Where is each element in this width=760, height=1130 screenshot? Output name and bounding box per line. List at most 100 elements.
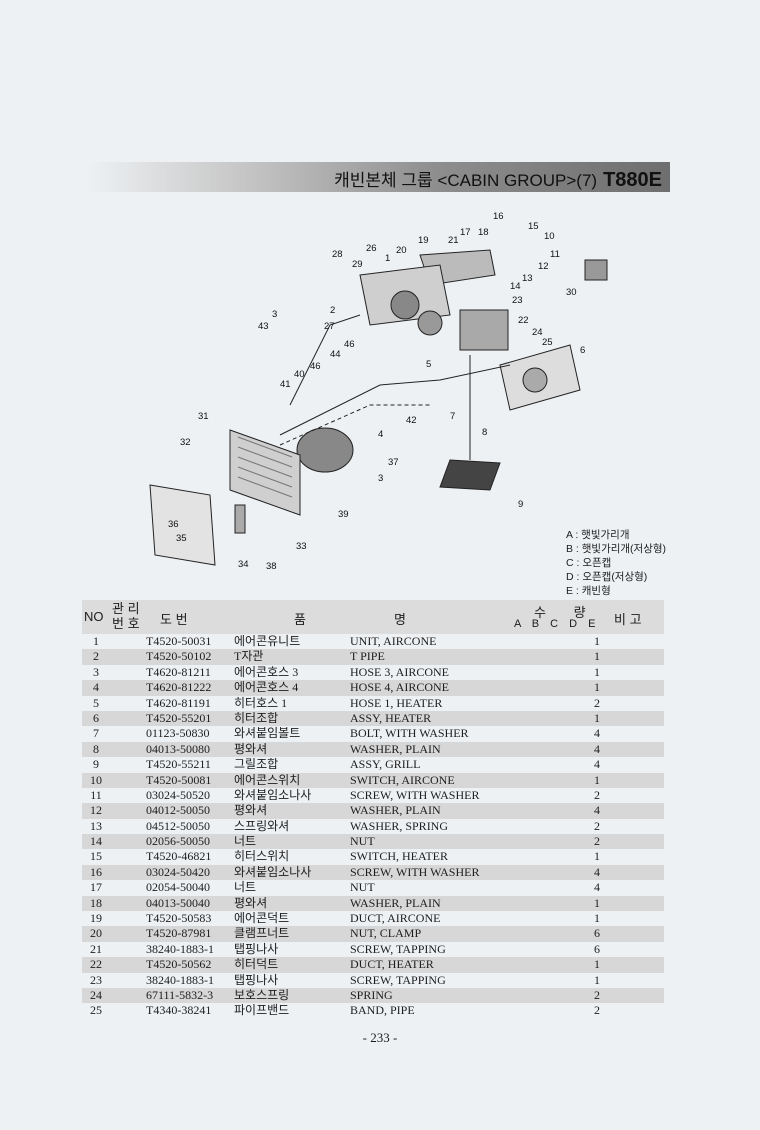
callout-label: 3 (272, 309, 277, 320)
header-qty-cols: A B C D E (514, 618, 600, 630)
row-drawing-number: 04512-50050 (146, 818, 210, 833)
row-no: 25 (90, 1003, 102, 1018)
row-english-name: DUCT, AIRCONE (350, 911, 441, 926)
callout-label: 41 (280, 379, 291, 390)
header-no: NO (84, 609, 104, 624)
row-drawing-number: 04012-50050 (146, 803, 210, 818)
callout-label: 1 (385, 253, 390, 264)
row-drawing-number: 01123-50830 (146, 726, 210, 741)
callout-label: 20 (396, 245, 407, 256)
row-drawing-number: 04013-50080 (146, 741, 210, 756)
row-english-name: SWITCH, AIRCONE (350, 772, 455, 787)
callout-label: 31 (198, 411, 209, 422)
row-quantity: 6 (594, 926, 600, 941)
row-korean-name: 히터덕트 (234, 957, 279, 972)
diagram-callouts: 16 15 17 18 10 19 21 11 28 26 20 12 29 1… (168, 211, 585, 572)
diagram-shapes (149, 249, 608, 566)
row-no: 11 (90, 787, 102, 802)
row-english-name: WASHER, SPRING (350, 818, 449, 833)
callout-label: 42 (406, 415, 417, 426)
row-quantity: 2 (594, 1003, 600, 1018)
row-no: 2 (93, 649, 99, 664)
row-korean-name: 에어콘호스 4 (234, 680, 299, 695)
row-korean-name: 와셔붙임소나사 (234, 787, 312, 802)
row-drawing-number: T4520-50562 (146, 957, 212, 972)
row-quantity: 1 (594, 680, 600, 695)
callout-label: 46 (310, 361, 321, 372)
callout-label: 26 (366, 243, 377, 254)
row-no: 15 (90, 849, 102, 864)
row-drawing-number: 03024-50420 (146, 864, 210, 879)
row-no: 23 (90, 972, 102, 987)
legend-item: C : 오픈캡 (566, 557, 612, 569)
row-english-name: WASHER, PLAIN (350, 741, 441, 756)
row-quantity: 1 (594, 957, 600, 972)
row-korean-name: 에어콘스위치 (234, 772, 301, 787)
model-code: T880E (603, 169, 662, 191)
row-quantity: 2 (594, 818, 600, 833)
row-korean-name: 파이프밴드 (234, 1003, 290, 1018)
row-no: 14 (90, 834, 102, 849)
row-english-name: WASHER, PLAIN (350, 895, 441, 910)
row-quantity: 1 (594, 710, 600, 725)
row-no: 4 (93, 680, 99, 695)
row-english-name: HOSE 1, HEATER (350, 695, 443, 710)
row-korean-name: 히터스위치 (234, 849, 290, 864)
callout-label: 40 (294, 369, 305, 380)
row-english-name: SWITCH, HEATER (350, 849, 448, 864)
callout-label: 12 (538, 261, 549, 272)
row-drawing-number: 02054-50040 (146, 880, 210, 895)
legend-item: D : 오픈캡(저상형) (566, 571, 648, 583)
row-no: 8 (93, 741, 99, 756)
callout-label: 6 (580, 345, 585, 356)
header-mgmt: 관 리 번 호 (112, 601, 140, 631)
row-drawing-number: T4520-55211 (146, 757, 211, 772)
page-number: - 233 - (362, 1030, 398, 1045)
callout-label: 4 (378, 429, 383, 440)
row-no: 19 (90, 911, 102, 926)
callout-label: 9 (518, 499, 523, 510)
row-quantity: 4 (594, 880, 600, 895)
parts-exploded-diagram: 16 15 17 18 10 19 21 11 28 26 20 12 29 1… (149, 211, 608, 572)
row-english-name: NUT, CLAMP (350, 926, 422, 941)
row-quantity: 1 (594, 634, 600, 648)
row-drawing-number: T4520-50031 (146, 634, 212, 648)
row-quantity: 4 (594, 864, 600, 879)
callout-label: 35 (176, 533, 187, 544)
legend-item: A : 햇빛가리개 (566, 529, 630, 541)
row-korean-name: 탭핑나사 (234, 941, 279, 956)
callout-label: 24 (532, 327, 543, 338)
row-no: 12 (90, 803, 102, 818)
row-korean-name: 그릴조합 (234, 757, 279, 772)
table-header: NO 관 리 번 호 도 번 품 명 수 량 A B C D E 비 고 (82, 600, 664, 634)
row-drawing-number: T4520-50081 (146, 772, 212, 787)
row-drawing-number: T4620-81211 (146, 664, 211, 679)
callout-label: 11 (550, 249, 560, 260)
row-no: 10 (90, 772, 102, 787)
row-korean-name: T자관 (234, 649, 264, 664)
row-korean-name: 클램프너트 (234, 926, 290, 941)
row-korean-name: 히터조합 (234, 710, 279, 725)
callout-label: 5 (426, 359, 431, 370)
row-no: 17 (90, 880, 102, 895)
row-english-name: SCREW, TAPPING (350, 941, 446, 956)
row-english-name: BOLT, WITH WASHER (350, 726, 469, 741)
row-english-name: T PIPE (350, 649, 385, 664)
row-korean-name: 평와셔 (234, 803, 268, 818)
row-drawing-number: T4520-50102 (146, 649, 212, 664)
row-quantity: 1 (594, 849, 600, 864)
row-no: 21 (90, 941, 102, 956)
row-korean-name: 에어콘호스 3 (234, 664, 299, 679)
row-english-name: DUCT, HEATER (350, 957, 434, 972)
row-quantity: 2 (594, 987, 600, 1002)
callout-label: 28 (332, 249, 343, 260)
